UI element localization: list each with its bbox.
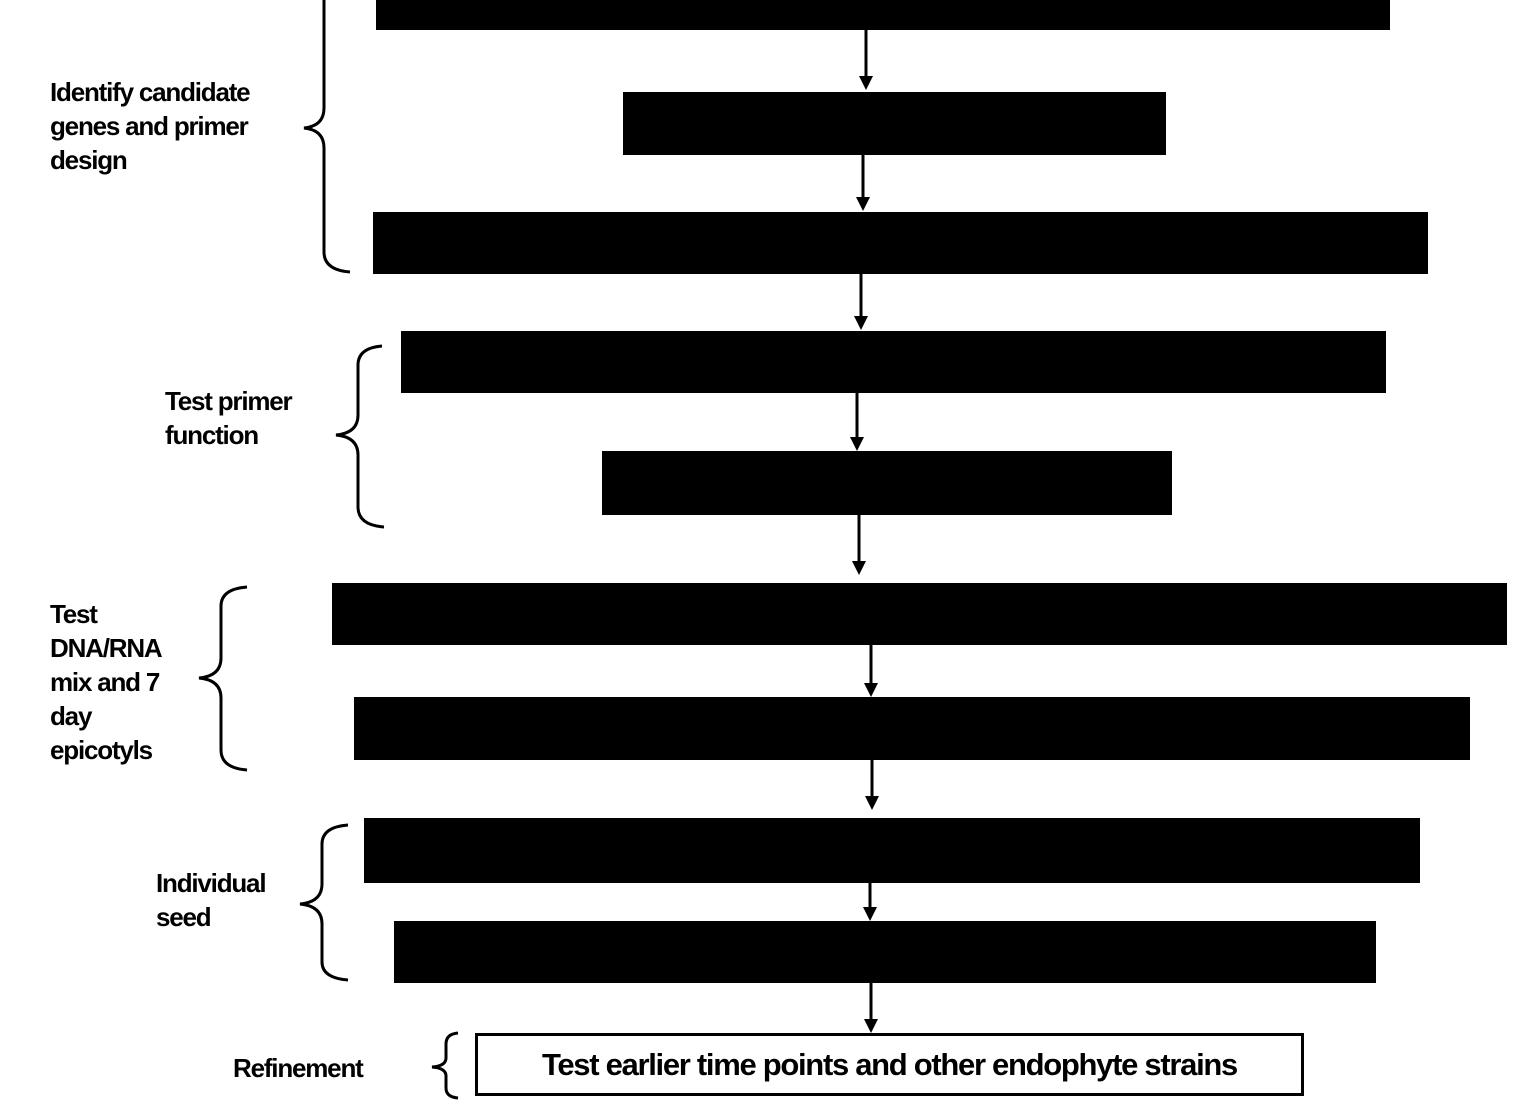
arrow-7-to-8 xyxy=(862,760,882,812)
brace-test-primer-function xyxy=(330,343,390,529)
step-box-7 xyxy=(354,697,1470,760)
step-box-5 xyxy=(602,451,1172,515)
group-label-test-primer-function: Test primer function xyxy=(165,384,335,452)
step-box-9 xyxy=(394,921,1376,983)
group-label-refinement: Refinement xyxy=(233,1051,403,1085)
step-box-1 xyxy=(376,0,1390,30)
group-label-individual-seed: Individual seed xyxy=(156,866,306,934)
arrow-5-to-6 xyxy=(849,515,869,577)
brace-test-dna-rna-mix xyxy=(195,584,255,772)
step-box-3 xyxy=(373,212,1428,274)
arrow-4-to-5 xyxy=(847,393,867,453)
final-step-text: Test earlier time points and other endop… xyxy=(542,1047,1237,1083)
arrow-2-to-3 xyxy=(853,155,873,213)
arrow-9-to-final xyxy=(861,983,881,1035)
final-step-box: Test earlier time points and other endop… xyxy=(475,1033,1304,1096)
brace-identify-candidate-genes xyxy=(298,0,358,276)
step-box-2 xyxy=(623,92,1166,155)
group-label-identify-candidate-genes: Identify candidate genes and primer desi… xyxy=(50,75,300,177)
arrow-3-to-4 xyxy=(851,274,871,332)
arrow-1-to-2 xyxy=(856,30,876,92)
arrow-6-to-7 xyxy=(861,645,881,699)
step-box-6 xyxy=(332,583,1507,645)
step-box-8 xyxy=(364,818,1420,883)
brace-refinement xyxy=(428,1030,468,1100)
brace-individual-seed xyxy=(296,822,356,984)
arrow-8-to-9 xyxy=(860,883,880,923)
step-box-4 xyxy=(401,331,1386,393)
